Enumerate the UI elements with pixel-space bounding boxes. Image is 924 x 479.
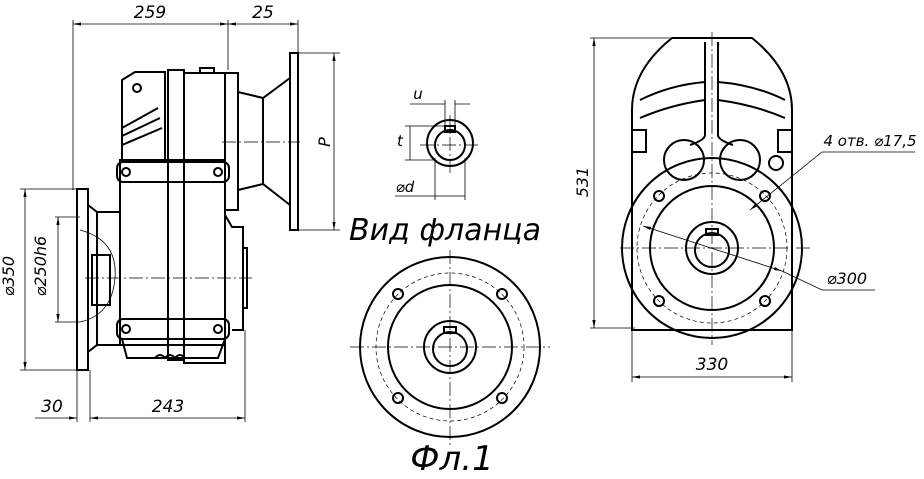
dim-250h6: ⌀250h6 [31, 236, 50, 297]
dim-531: 531 [573, 167, 592, 198]
side-view: 259 25 P ⌀350 ⌀250h6 30 243 [0, 3, 340, 422]
dim-p: P [315, 137, 334, 147]
dim-u: u [413, 85, 423, 103]
shaft-detail: u t ⌀d [395, 85, 480, 200]
flange-caption: Фл.1 [410, 439, 493, 479]
dim-t: t [397, 132, 404, 150]
dim-350: ⌀350 [0, 256, 18, 296]
dim-30: 30 [41, 397, 63, 417]
holes-note: 4 отв. ⌀17,5 [823, 132, 916, 150]
bolt-circle-label: ⌀300 [827, 269, 867, 288]
flange-view-title: Вид фланца [349, 213, 541, 248]
dim-259: 259 [134, 3, 166, 23]
dim-d: ⌀d [396, 178, 415, 196]
dim-25: 25 [252, 3, 274, 23]
dim-243: 243 [152, 397, 184, 417]
dim-330: 330 [696, 355, 728, 375]
front-view: ⌀300 4 отв. ⌀17,5 531 330 [573, 32, 917, 382]
flange-view: Вид фланца Фл.1 [349, 213, 550, 479]
